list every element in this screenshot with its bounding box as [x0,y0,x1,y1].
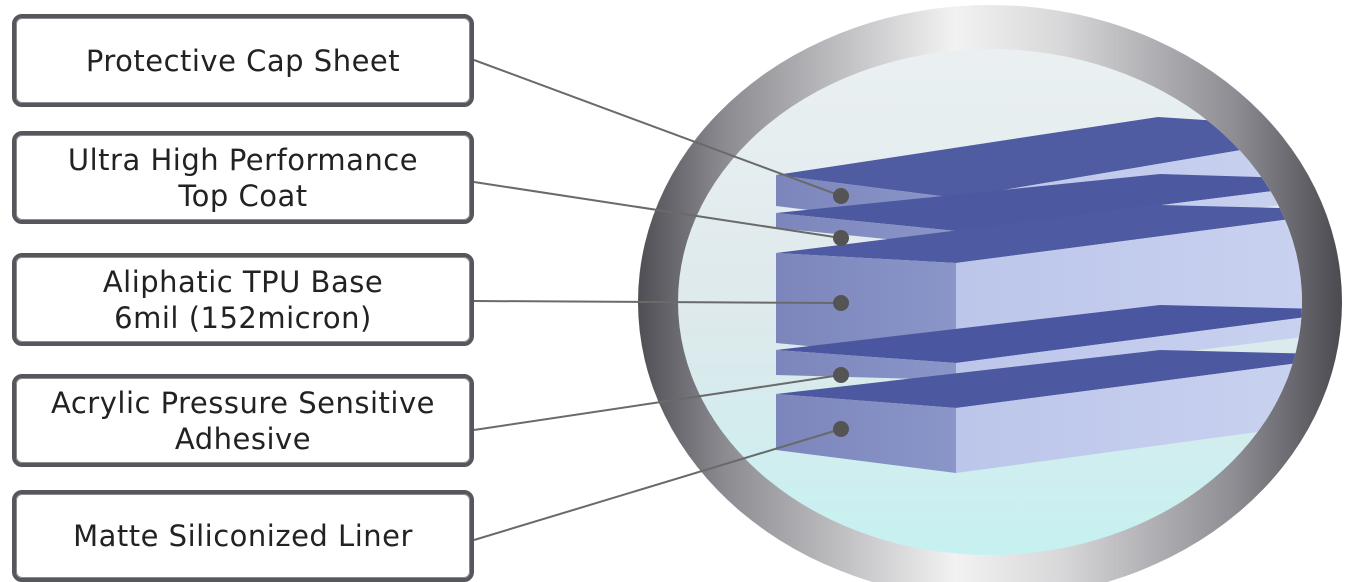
callout-text: Matte Siliconized Liner [73,519,413,553]
callout-text: Ultra High Performance [67,142,419,177]
leader-line-4 [473,374,842,431]
layer-3-front [776,253,956,360]
layer-1-top [776,117,1302,198]
layer-4-front [776,350,956,380]
layer-3-top [776,205,1302,263]
callout-text: Acrylic Pressure Sensitive [51,385,435,420]
layer-4-top [776,305,1302,363]
marker-dot-3 [833,295,849,311]
layer-5-side [956,355,1302,473]
callout-text: Aliphatic TPU Base [102,264,384,299]
callout-text: Top Coat [178,178,308,213]
layer-stack [776,117,1302,473]
callout-text: Adhesive [174,421,312,456]
callout-liner: Matte Siliconized Liner [12,490,474,582]
callout-tpu-base: Aliphatic TPU Base 6mil (152micron) [12,253,474,346]
callout-adhesive: Acrylic Pressure Sensitive Adhesive [12,374,474,467]
leader-line-1 [473,59,842,197]
callout-top-coat: Ultra High Performance Top Coat [12,131,474,224]
layer-2-top [776,174,1302,231]
callout-text: 6mil (152micron) [114,300,372,335]
leader-line-3 [473,300,842,304]
leader-line-5 [473,428,842,541]
callout-text: Protective Cap Sheet [85,43,401,78]
marker-dot-1 [833,188,849,204]
layer-5-front [776,394,956,473]
callout-protective-cap-sheet: Protective Cap Sheet [12,14,474,107]
leader-line-2 [473,181,842,239]
leader-lines [473,59,842,541]
marker-dot-4 [833,367,849,383]
marker-dot-2 [833,230,849,246]
layer-5-top [776,350,1302,408]
markers [833,188,849,437]
marker-dot-5 [833,421,849,437]
